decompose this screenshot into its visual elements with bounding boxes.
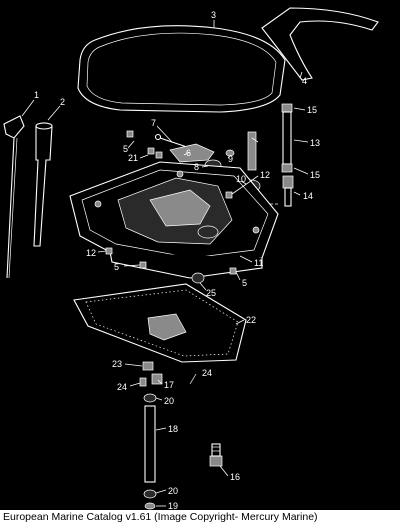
callout-20-lower: 20 xyxy=(168,486,178,496)
caption-bar: European Marine Catalog v1.61 (Image Cop… xyxy=(0,510,400,526)
callout-1: 1 xyxy=(34,90,39,100)
callout-6: 6 xyxy=(186,148,191,158)
callout-23: 23 xyxy=(112,359,122,369)
callout-15-lower: 15 xyxy=(310,170,320,180)
callout-11: 11 xyxy=(254,258,263,268)
callout-15-upper: 15 xyxy=(307,105,317,115)
callout-17: 17 xyxy=(164,380,174,390)
callout-4: 4 xyxy=(302,76,307,86)
callout-8: 8 xyxy=(194,162,199,172)
part-16-threaded-fitting xyxy=(209,443,223,467)
callout-5-upper: 5 xyxy=(123,144,128,154)
callout-24-right: 24 xyxy=(202,368,212,378)
part-6-bracket xyxy=(169,143,215,163)
callout-12-lower: 12 xyxy=(86,248,96,258)
callout-10: 10 xyxy=(236,174,246,184)
part-4-cover-plate xyxy=(261,7,379,81)
part-11-main-housing xyxy=(69,161,279,279)
callout-21: 21 xyxy=(128,153,138,163)
part-18-tube xyxy=(143,393,157,510)
part-17-23-24-fittings xyxy=(139,361,197,387)
callout-19: 19 xyxy=(168,501,178,510)
part-13-15-pipe xyxy=(281,103,293,173)
small-screws xyxy=(126,130,163,159)
part-1-dipstick xyxy=(3,115,25,279)
callout-22: 22 xyxy=(246,315,256,325)
callout-12-upper: 12 xyxy=(260,170,270,180)
callout-18: 18 xyxy=(168,424,178,434)
callout-14: 14 xyxy=(303,191,313,201)
part-22-lower-plate xyxy=(73,283,247,363)
callout-9: 9 xyxy=(228,154,233,164)
callout-24-left: 24 xyxy=(117,382,127,392)
callout-labels: 3 4 1 2 7 5 21 6 8 9 10 12 15 13 15 14 1… xyxy=(34,10,320,510)
exploded-parts-diagram: 3 4 1 2 7 5 21 6 8 9 10 12 15 13 15 14 1… xyxy=(3,7,379,510)
leader-lines xyxy=(21,20,309,507)
callout-3: 3 xyxy=(211,10,216,20)
part-3-gasket xyxy=(77,25,286,113)
callout-20-upper: 20 xyxy=(164,396,174,406)
part-2-dipstick-tube xyxy=(33,122,53,247)
callout-25: 25 xyxy=(206,288,216,298)
callout-16: 16 xyxy=(230,472,240,482)
callout-5-mid: 5 xyxy=(114,262,119,272)
callout-7: 7 xyxy=(151,118,156,128)
callout-2: 2 xyxy=(60,97,65,107)
caption-text: European Marine Catalog v1.61 (Image Cop… xyxy=(3,511,318,523)
housing-small-parts xyxy=(105,191,237,284)
callout-13: 13 xyxy=(310,138,320,148)
callout-5-right: 5 xyxy=(242,278,247,288)
